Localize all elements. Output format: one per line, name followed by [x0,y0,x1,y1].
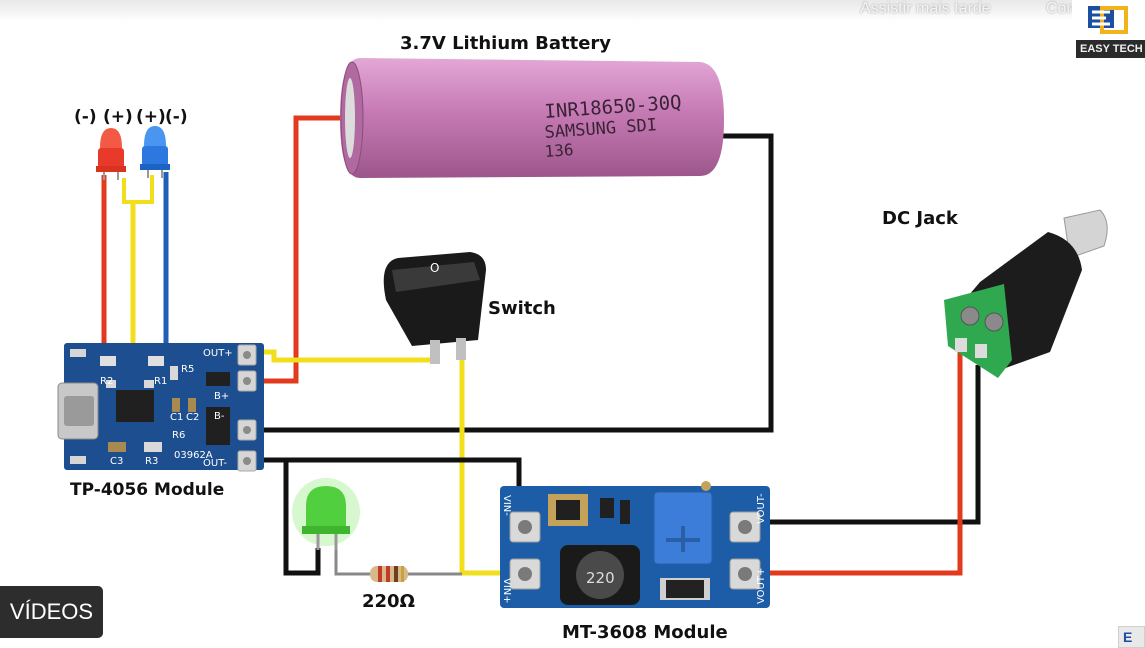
green-led [292,478,360,550]
mt3608-module [500,481,770,608]
channel-logo-text: EASY TECH [1076,40,1145,58]
tp4056-pin-out-minus: OUT- [203,458,227,469]
tp4056-silk-ic: 03962A [174,450,213,461]
wire-led-common-plus [122,175,154,204]
tp4056-module [57,343,264,472]
wire-battery-negative [252,133,774,433]
video-top-gradient [0,0,1145,22]
mt3608-pin-vin-minus: VIN- [501,495,512,516]
battery-18650 [340,58,724,178]
led-polarity-label-1: (-) [74,107,97,127]
tp4056-silk-r3: R3 [145,456,158,467]
rocker-switch [383,252,486,364]
videos-button[interactable]: VÍDEOS [0,586,103,638]
wire-battery-positive [252,115,350,384]
tp4056-pin-b-plus: B+ [214,391,229,402]
mt3608-label: MT-3608 Module [562,622,728,643]
corner-watermark-icon: E [1118,626,1145,648]
watch-later-button[interactable]: Assistir mais tarde [860,0,991,17]
inductor-value: 220 [586,569,615,587]
switch-label: Switch [488,298,556,319]
resistor-220 [370,566,408,582]
mt3608-pin-vout-minus: VOUT- [756,493,767,524]
wire-led-to-resistor [334,548,372,576]
tp4056-silk-c2: C2 [186,412,199,423]
dc-jack-label: DC Jack [882,208,959,229]
resistor-label: 220Ω [362,591,415,612]
tp4056-silk-r5: R5 [181,364,194,375]
red-led [96,128,126,180]
switch-mark: O [430,261,439,275]
wire-vout-plus-to-jack [752,352,963,576]
led-polarity-label-3: (+) [136,107,166,127]
led-polarity-label-4: (-) [165,107,188,127]
mt3608-pin-vout-plus: VOUT+ [756,568,767,604]
mt3608-pin-vin-plus: VIN+ [501,578,512,604]
tp4056-silk-c1: C1 [170,412,183,423]
tp4056-silk-r2: R2 [100,376,113,387]
tp4056-silk-c3: C3 [110,456,123,467]
led-polarity-label-2: (+) [103,107,133,127]
battery-label: 3.7V Lithium Battery [400,33,611,54]
blue-led [140,126,170,178]
wire-out-minus-to-led [283,462,321,576]
channel-logo[interactable]: EASY TECH [1072,0,1145,66]
tp4056-silk-r1: R1 [154,376,167,387]
dc-jack [944,209,1108,378]
tp4056-label: TP-4056 Module [70,480,224,500]
tp4056-pin-out-plus: OUT+ [203,348,233,359]
wire-out-minus-to-vin-minus [252,457,522,525]
wire-vout-minus-to-jack [752,365,981,525]
battery-print-line3: 136 [544,140,574,161]
wire-out-plus-to-switch [252,349,440,363]
channel-logo-mark-icon [1088,6,1128,34]
tp4056-silk-r6: R6 [172,430,185,441]
tp4056-pin-b-minus: B- [214,411,225,422]
